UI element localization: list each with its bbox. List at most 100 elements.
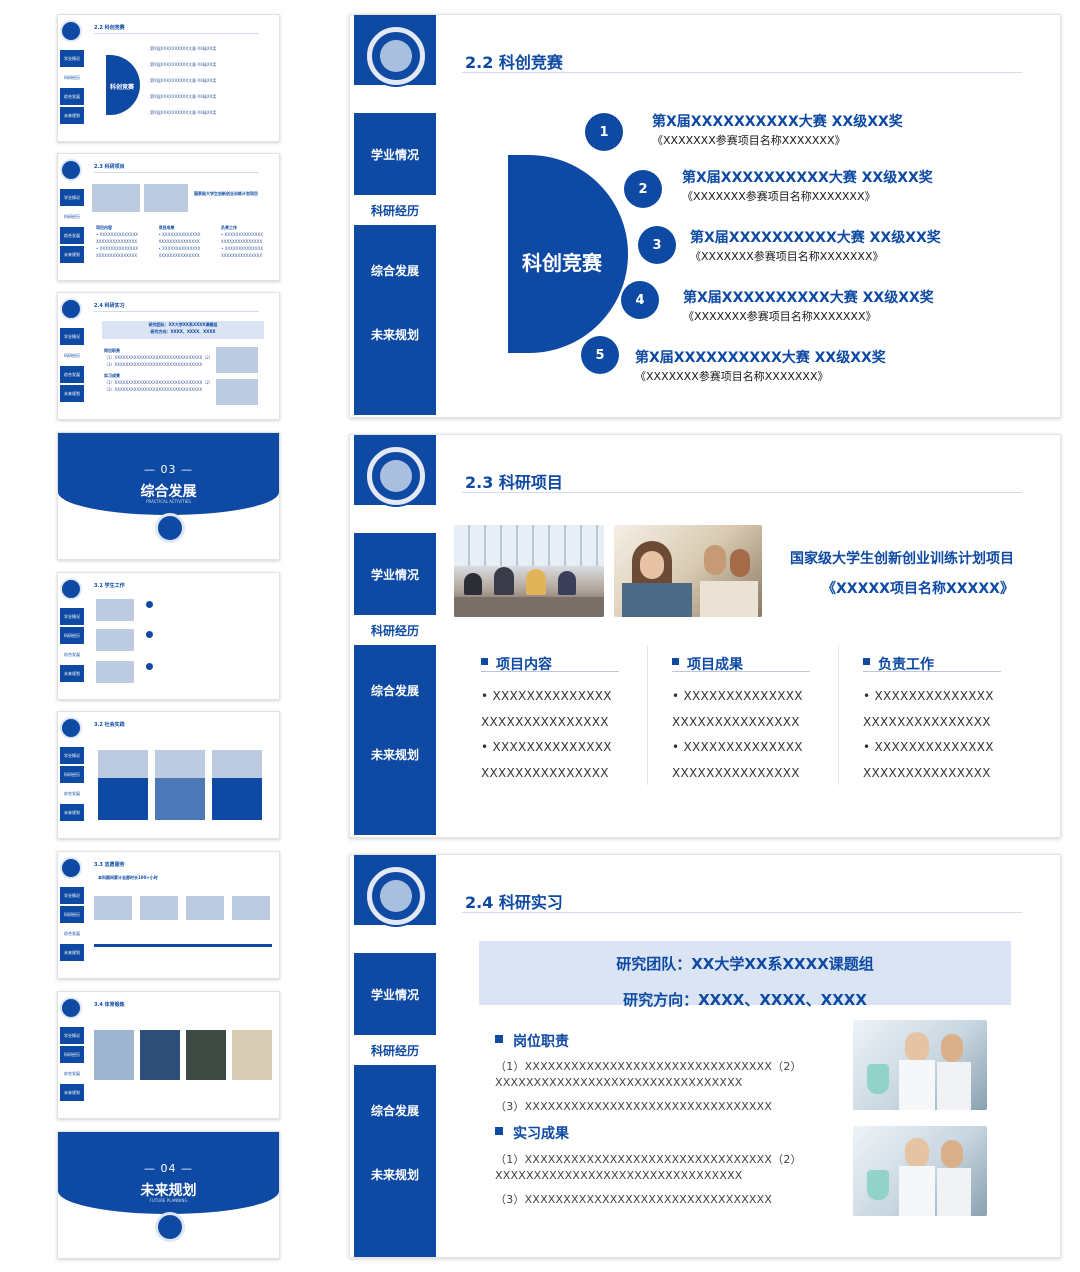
duty-line: XXXXXXXXXXXXXXXXXXXXXXXXXXXXXXXX	[495, 1076, 743, 1089]
thumb-photo	[92, 184, 140, 212]
thumb-card	[98, 778, 148, 820]
section-number: — 04 —	[144, 1162, 193, 1175]
thumb-tab-3: 综合发展	[60, 925, 84, 942]
thumb-col-line: XXXXXXXXXXXXXXX	[96, 253, 138, 258]
thumb-award: 第X届XXXXXXXXXX大赛 XX级XX奖	[150, 94, 217, 99]
nav-tab-research[interactable]: 科研经历	[354, 615, 436, 645]
team-name: 研究团队：XX大学XX系XXXX课题组	[616, 955, 874, 973]
thumb-dot	[146, 631, 153, 638]
thumb-tab-3: 综合发展	[60, 785, 84, 802]
university-logo-icon	[155, 513, 185, 543]
thumb-title: 3.1 学生工作	[94, 583, 125, 589]
thumb-col-line: • XXXXXXXXXXXXXX	[158, 232, 201, 237]
thumb-photo	[94, 896, 132, 920]
thumbnail-slide-2-2[interactable]: 学业情况 科研经历 综合发展 未来规划 2.2 科创竞赛 科创竞赛 第X届XXX…	[57, 14, 280, 142]
thumbnail-slide-3-2[interactable]: 学业情况 科研经历 综合发展 未来规划 3.2 社会实践	[57, 711, 280, 839]
project-title: 国家级大学生创新创业训练计划项目	[790, 551, 1014, 567]
slide-title: 2.3 科研项目	[465, 473, 563, 492]
content-line: XXXXXXXXXXXXXXX	[481, 715, 609, 729]
thumb-tab-4: 未来规划	[60, 385, 84, 402]
thumb-rule	[94, 172, 259, 173]
column-head-results: 项目成果	[672, 654, 743, 674]
thumb-rule	[94, 311, 259, 312]
slide-sidebar: 学业情况 科研经历 综合发展 未来规划	[354, 435, 436, 837]
results-line: • XXXXXXXXXXXXXX	[672, 689, 803, 703]
thumbnail-slide-2-3[interactable]: 学业情况 科研经历 综合发展 未来规划 2.3 科研项目 国家级大学生创新创业训…	[57, 153, 280, 281]
slide-sidebar: 学业情况 科研经历 综合发展 未来规划	[354, 15, 436, 417]
award-title-4: 第X届XXXXXXXXXX大赛 XX级XX奖	[683, 290, 934, 306]
nav-tab-development[interactable]: 综合发展	[354, 1095, 436, 1125]
nav-tab-academics[interactable]: 学业情况	[354, 953, 436, 1035]
thumb-sidebar: 学业情况 科研经历 综合发展 未来规划	[58, 293, 84, 419]
results-line: XXXXXXXXXXXXXXX	[672, 715, 800, 729]
thumbnail-slide-3-4[interactable]: 学业情况 科研经历 综合发展 未来规划 3.4 体育锻炼	[57, 991, 280, 1119]
thumb-title: 2.3 科研项目	[94, 164, 125, 170]
nav-tab-research[interactable]: 科研经历	[354, 1035, 436, 1065]
thumb-tab-4: 未来规划	[60, 107, 84, 124]
responsibility-line: • XXXXXXXXXXXXXX	[863, 740, 994, 754]
lab-photo	[853, 1126, 987, 1216]
thumb-title: 2.4 科研实习	[94, 303, 125, 309]
award-number-5: 5	[581, 336, 619, 374]
column-head-responsibility: 负责工作	[863, 654, 934, 674]
section-name: 综合发展	[140, 484, 197, 500]
slide-2-3-research-project: 学业情况 科研经历 综合发展 未来规划 2.3 科研项目 国家级大学生创新创业训…	[349, 434, 1061, 838]
thumbnail-slide-3-1[interactable]: 学业情况 科研经历 综合发展 未来规划 3.1 学生工作	[57, 572, 280, 700]
thumb-col-line: • XXXXXXXXXXXXXX	[96, 232, 138, 237]
award-number-1: 1	[585, 113, 623, 151]
thumb-award: 第X届XXXXXXXXXX大赛 XX级XX奖	[150, 46, 217, 51]
duty-heading: 岗位职责	[495, 1031, 569, 1051]
award-title-3: 第X届XXXXXXXXXX大赛 XX级XX奖	[690, 230, 941, 246]
content-line: • XXXXXXXXXXXXXX	[481, 689, 612, 703]
team-info-panel: 研究团队：XX大学XX系XXXX课题组 研究方向：XXXX、XXXX、XXXX	[479, 941, 1011, 1009]
thumb-photo	[232, 1030, 272, 1080]
thumb-photo	[96, 661, 134, 683]
thumbnail-slide-2-4[interactable]: 学业情况 科研经历 综合发展 未来规划 2.4 科研实习 研究团队：XX大学XX…	[57, 292, 280, 420]
award-title-2: 第X届XXXXXXXXXX大赛 XX级XX奖	[682, 170, 933, 186]
nav-tab-academics[interactable]: 学业情况	[354, 113, 436, 195]
slide-sidebar: 学业情况 科研经历 综合发展 未来规划	[354, 855, 436, 1257]
thumb-col-head: 负责工作	[221, 225, 237, 230]
thumb-col-line: • XXXXXXXXXXXXXX	[158, 246, 201, 251]
nav-tab-future[interactable]: 未来规划	[354, 319, 436, 349]
thumb-col-line: XXXXXXXXXXXXXXX	[158, 253, 200, 258]
thumb-duty-text: 岗位职责 （1）XXXXXXXXXXXXXXXXXXXXXXXXXXXXXXXX…	[104, 347, 214, 393]
nav-tab-development[interactable]: 综合发展	[354, 675, 436, 705]
thumbnail-section-03[interactable]: — 03 — 综合发展 PRACTICAL ACTIVITIES	[57, 432, 280, 560]
duty-line: （1）XXXXXXXXXXXXXXXXXXXXXXXXXXXXXXXX（2）	[495, 1060, 802, 1073]
responsibility-line: • XXXXXXXXXXXXXX	[863, 689, 994, 703]
thumbnail-section-04[interactable]: — 04 — 未来规划 FUTURE PLANNING	[57, 1131, 280, 1259]
center-label: 科创竞赛	[522, 251, 602, 275]
thumb-tab-3: 综合发展	[60, 227, 84, 244]
nav-tab-development[interactable]: 综合发展	[354, 255, 436, 285]
thumb-photo	[144, 184, 188, 212]
title-rule	[462, 912, 1022, 913]
university-logo-icon	[60, 857, 82, 879]
university-logo-icon	[60, 578, 82, 600]
thumb-card	[212, 778, 262, 820]
thumb-col-head: 项目成果	[158, 225, 175, 230]
thumb-direction: 研究方向：XXXX、XXXX、XXXX	[150, 329, 216, 334]
university-logo-icon	[367, 447, 425, 505]
nav-tab-research[interactable]: 科研经历	[354, 195, 436, 225]
university-logo-icon	[60, 298, 82, 320]
nav-tab-future[interactable]: 未来规划	[354, 739, 436, 769]
thumb-tab-3: 综合发展	[60, 1065, 84, 1082]
duty-line: （3）XXXXXXXXXXXXXXXXXXXXXXXXXXXXXXXX	[495, 1100, 773, 1113]
title-rule	[462, 72, 1022, 73]
nav-tab-future[interactable]: 未来规划	[354, 1159, 436, 1189]
thumb-col-line: • XXXXXXXXXXXXXX	[96, 246, 138, 251]
research-direction: 研究方向：XXXX、XXXX、XXXX	[623, 991, 867, 1009]
thumb-photo	[186, 1030, 226, 1080]
thumbnail-slide-3-3[interactable]: 学业情况 科研经历 综合发展 未来规划 3.3 志愿服务 本科期间累计志愿时长1…	[57, 851, 280, 979]
column-head-content: 项目内容	[481, 654, 552, 674]
nav-tab-academics[interactable]: 学业情况	[354, 533, 436, 615]
thumb-sidebar: 学业情况 科研经历 综合发展 未来规划	[58, 712, 84, 838]
thumb-duty-line: （3）XXXXXXXXXXXXXXXXXXXXXXXXXXXXXXXX	[104, 362, 203, 367]
section-name: 未来规划	[140, 1183, 197, 1199]
result-line: （1）XXXXXXXXXXXXXXXXXXXXXXXXXXXXXXXX（2）	[495, 1153, 802, 1166]
thumb-photo	[96, 599, 134, 621]
thumb-sidebar: 学业情况 科研经历 综合发展 未来规划	[58, 852, 84, 978]
